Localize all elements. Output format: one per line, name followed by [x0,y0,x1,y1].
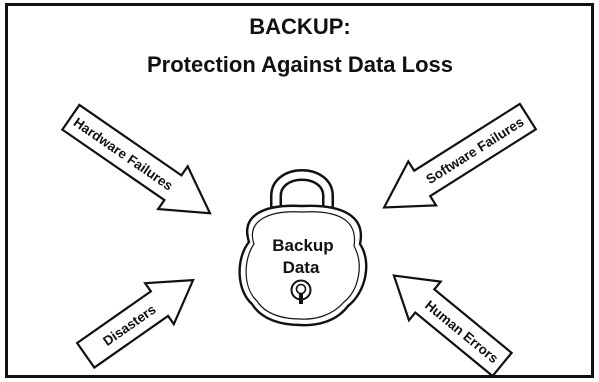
diagram-border [5,3,594,378]
keyhole-icon [290,279,312,304]
arrow-hardware-failures: Hardware Failures [60,103,212,215]
label-human-errors: Human Errors [422,297,501,366]
label-hardware-failures: Hardware Failures [71,115,176,194]
label-software-failures: Software Failures [423,114,526,187]
padlock-icon [238,169,368,327]
arrow-disasters: Disasters [75,278,195,370]
diagram-subtitle: Protection Against Data Loss [147,52,453,77]
center-label-line1: Backup [272,236,333,255]
arrow-software-failures: Software Failures [382,102,538,209]
center-label-line2: Data [283,258,320,277]
arrow-human-errors: Human Errors [392,274,514,378]
diagram-title: BACKUP: [249,14,350,39]
